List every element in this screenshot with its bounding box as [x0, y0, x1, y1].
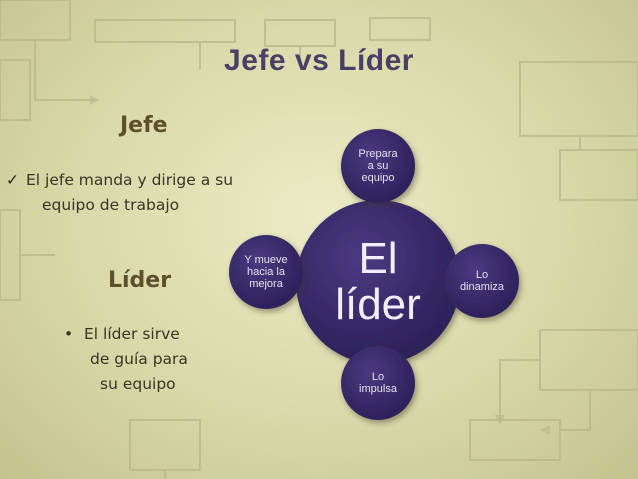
lider-heading: Líder [108, 268, 172, 293]
jefe-bullet-line1: El jefe manda y dirige a su [26, 171, 234, 189]
top-node-line3: equipo [361, 172, 395, 184]
right-node-line1: Lo [475, 269, 489, 281]
left-circle [229, 235, 303, 309]
center-label-line2: líder [335, 280, 421, 329]
top-node-line2: a su [367, 160, 389, 172]
slide-title: Jefe vs Líder [224, 44, 414, 77]
bottom-node-line1: Lo [371, 371, 385, 383]
left-node-line3: mejora [249, 278, 283, 290]
checkmark-icon: ✓ [6, 171, 19, 189]
lider-bullet-line1: El líder sirve [84, 325, 180, 343]
jefe-bullet: ✓ El jefe manda y dirige a su equipo de t… [6, 168, 262, 218]
right-node-label: Lo dinamiza [447, 256, 517, 306]
jefe-bullet-line2: equipo de trabajo [42, 196, 180, 214]
top-circle [341, 129, 415, 203]
bottom-node-label: Lo impulsa [343, 358, 413, 408]
right-circle [445, 244, 519, 318]
center-label-line1: El [358, 234, 398, 283]
left-node-label: Y mueve hacia la mejora [229, 242, 303, 302]
left-node-line1: Y mueve [244, 254, 288, 266]
jefe-heading: Jefe [120, 113, 168, 138]
lider-bullet-line3: su equipo [100, 375, 176, 393]
lider-bullet: • El líder sirve de guía para su equipo [64, 322, 214, 397]
bottom-node-line2: impulsa [359, 383, 397, 395]
center-node-label: El líder [306, 222, 450, 342]
center-circle [296, 200, 460, 364]
bullet-dot-icon: • [64, 325, 74, 343]
top-node-line1: Prepara [358, 148, 398, 160]
right-node-line2: dinamiza [459, 281, 505, 293]
left-node-line2: hacia la [247, 266, 285, 278]
bottom-circle [341, 346, 415, 420]
top-node-label: Prepara a su equipo [343, 136, 413, 196]
lider-bullet-line2: de guía para [90, 350, 188, 368]
